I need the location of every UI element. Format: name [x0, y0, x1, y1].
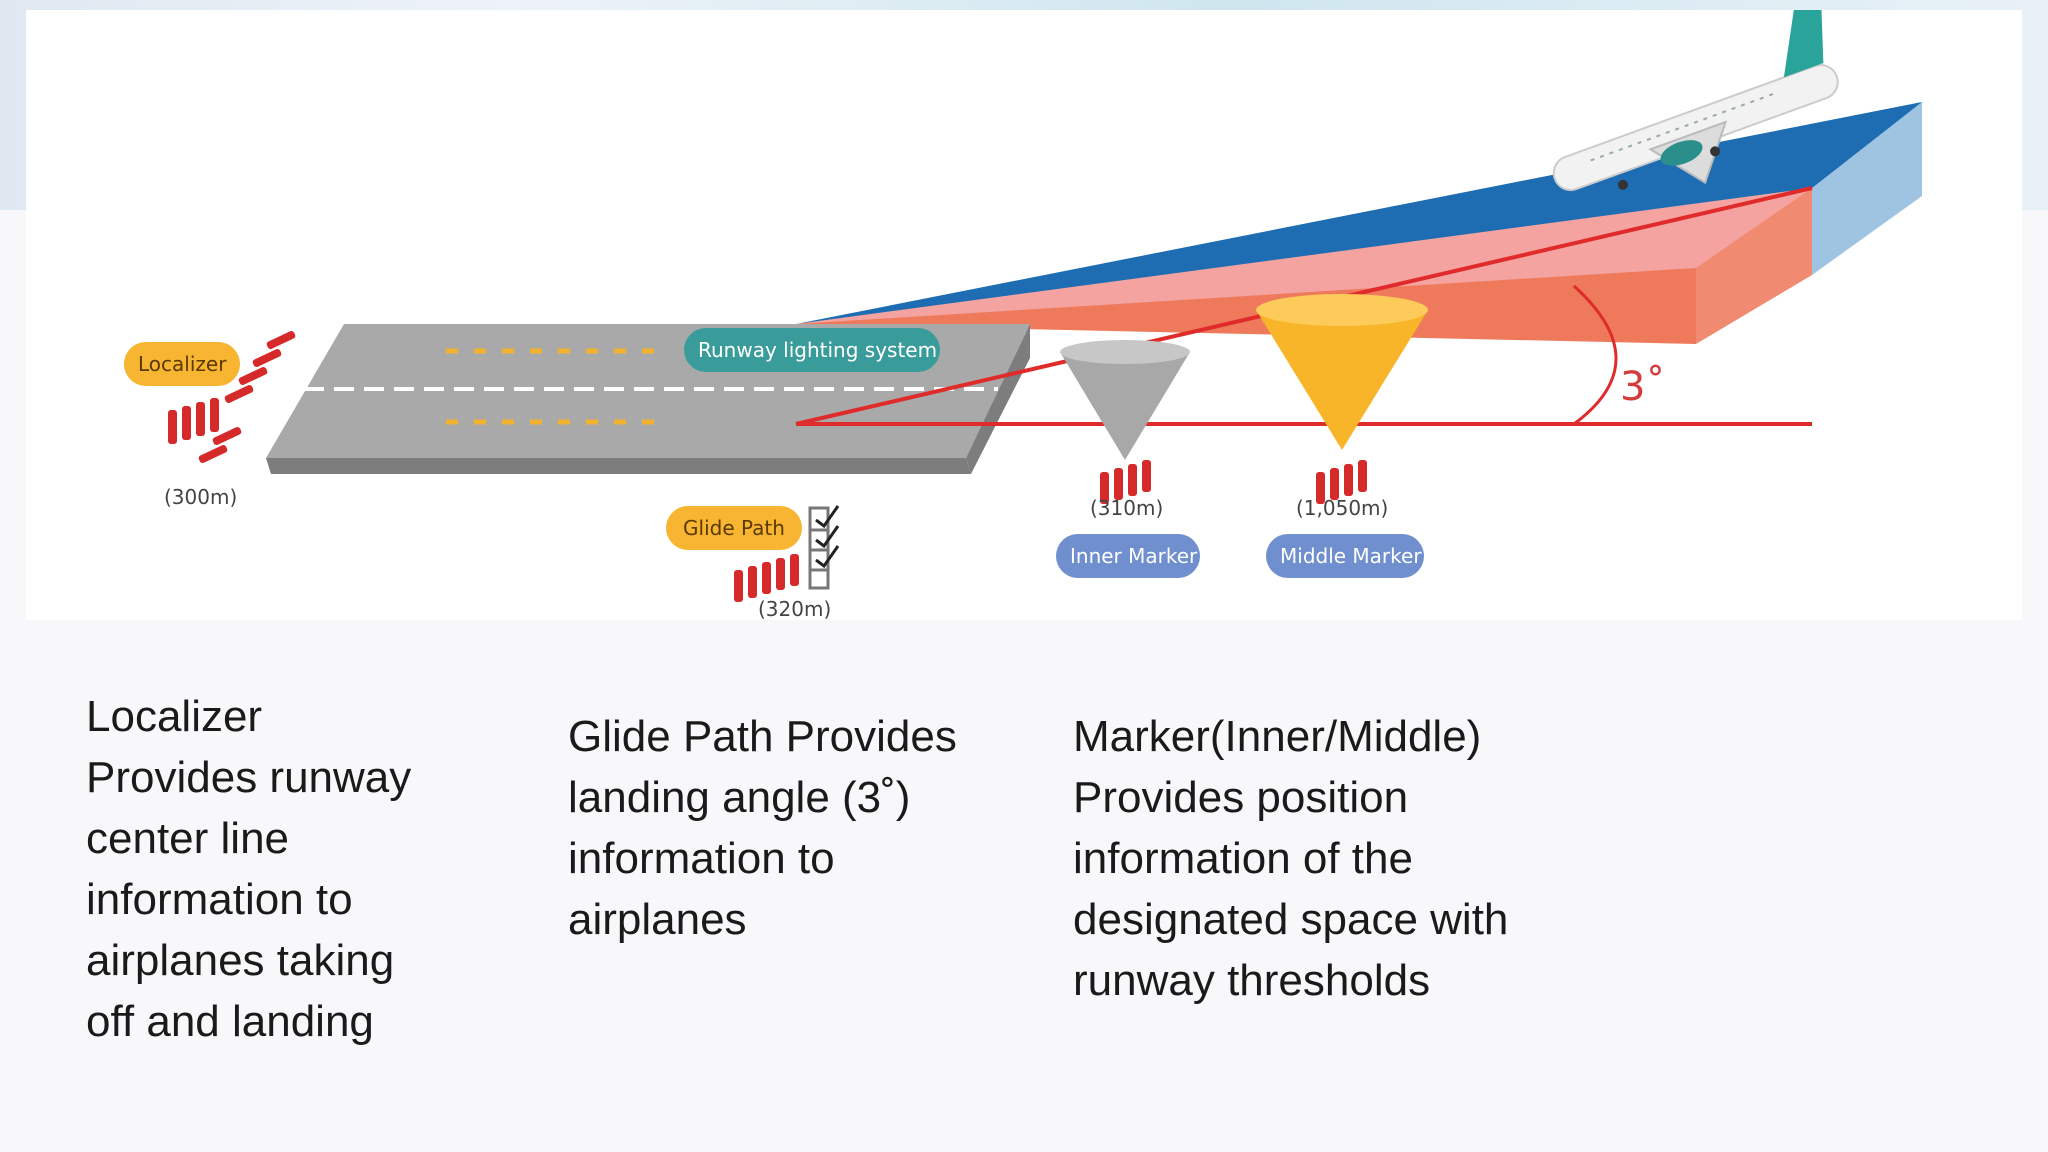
glide-path-distance: (320m)	[758, 597, 832, 621]
runway-front-edge	[266, 458, 971, 474]
middle-marker-distance: (1,050m)	[1296, 496, 1389, 520]
localizer-antenna	[168, 331, 296, 463]
glide-angle-label: 3˚	[1620, 364, 1666, 410]
marker-description: Marker(Inner/Middle) Provides position i…	[1073, 706, 1508, 1011]
inner-marker-cone	[1060, 352, 1190, 460]
runway-lighting-label: Runway lighting system	[684, 328, 940, 372]
localizer-description-line: airplanes taking	[86, 936, 395, 985]
glide-beam-pink	[796, 188, 1812, 324]
marker-description-line: Provides position	[1073, 773, 1409, 822]
airplane-illustration	[1552, 10, 1839, 192]
localizer-description-line: Localizer	[86, 692, 263, 741]
inner-marker-distance: (310m)	[1090, 496, 1164, 520]
marker-description-line: information of the	[1073, 834, 1413, 883]
angle-arc	[1572, 284, 1618, 426]
inner-marker-cone-top	[1060, 340, 1190, 364]
glide-path-description-line: Glide Path Provides	[568, 712, 957, 761]
glide-path-description: Glide Path Provides landing angle (3˚) i…	[568, 706, 957, 950]
diagram-graphic	[168, 10, 1922, 602]
localizer-description-line: information to	[86, 875, 353, 924]
glide-path-description-line: information to	[568, 834, 835, 883]
inner-marker-label: Inner Marker	[1056, 534, 1200, 578]
marker-description-line: Marker(Inner/Middle)	[1073, 712, 1482, 761]
glide-path-antenna	[734, 505, 840, 602]
localizer-description-line: center line	[86, 814, 290, 863]
marker-description-line: designated space with	[1073, 895, 1509, 944]
glide-path-description-line: landing angle (3˚)	[568, 773, 911, 822]
localizer-distance: (300m)	[164, 485, 238, 509]
middle-marker-antenna	[1316, 460, 1367, 504]
beam-end-face	[1696, 188, 1812, 344]
localizer-description: Localizer Provides runway center line in…	[86, 686, 411, 1052]
middle-marker-label: Middle Marker	[1266, 534, 1424, 578]
middle-marker-cone-top	[1256, 294, 1428, 326]
ils-diagram: Localizer (300m) Runway lighting system …	[26, 10, 2022, 621]
glide-path-label: Glide Path	[666, 506, 802, 550]
glide-path-description-line: airplanes	[568, 895, 747, 944]
middle-marker-cone	[1256, 310, 1428, 450]
beam-side-face	[1812, 102, 1922, 275]
marker-description-line: runway thresholds	[1073, 956, 1431, 1005]
localizer-description-line: Provides runway	[86, 753, 412, 802]
runway-side-edge	[966, 324, 1030, 474]
localizer-description-line: off and landing	[86, 997, 374, 1046]
localizer-label: Localizer	[124, 342, 240, 386]
inner-marker-antenna	[1100, 460, 1151, 504]
